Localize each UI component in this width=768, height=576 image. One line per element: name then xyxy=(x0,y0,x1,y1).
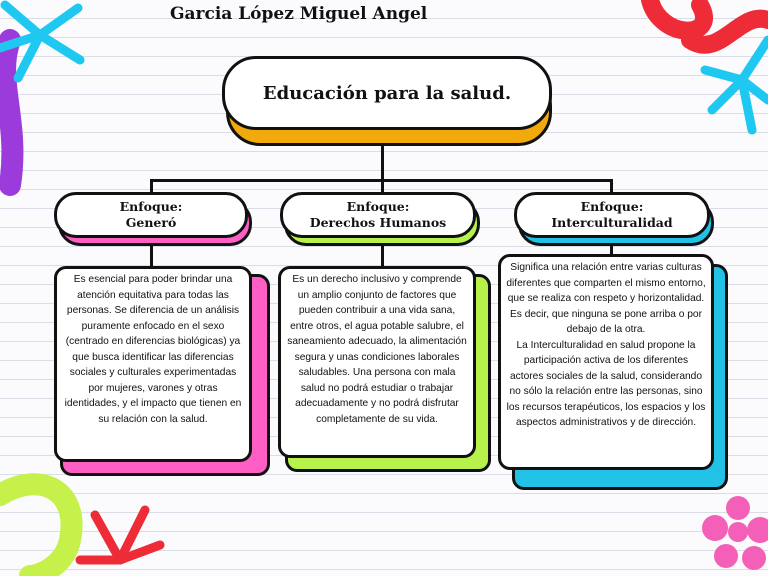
red-starburst-bottom xyxy=(75,505,165,565)
lime-squiggle-bottom-left xyxy=(0,473,83,576)
author-name: Garcia López Miguel Angel xyxy=(170,4,428,24)
heading-label: Enfoque: xyxy=(346,199,410,214)
heading-interculturalidad: Enfoque: Interculturalidad xyxy=(514,192,710,238)
body-text: Significa una relación entre varias cult… xyxy=(506,262,706,335)
body-text: La Interculturalidad en salud propone la… xyxy=(506,339,706,429)
cyan-starburst-top-left xyxy=(0,0,85,83)
connector-center-lower xyxy=(381,241,384,267)
heading-topic: Derechos Humanos xyxy=(309,215,447,230)
heading-topic: Generó xyxy=(125,215,177,230)
body-text: Es esencial para poder brindar una atenc… xyxy=(64,274,242,425)
body-interculturalidad: Significa una relación entre varias cult… xyxy=(498,254,714,470)
connector-left xyxy=(150,179,153,195)
title-box: Educación para la salud. xyxy=(222,56,552,130)
purple-squiggle-shape xyxy=(0,29,24,196)
connector-center xyxy=(381,179,384,195)
cyan-starburst-right xyxy=(700,35,768,135)
connector-trunk xyxy=(381,143,384,181)
heading-label: Enfoque: xyxy=(119,199,183,214)
red-squiggle-top-right xyxy=(641,0,768,54)
heading-derechos: Enfoque: Derechos Humanos xyxy=(280,192,476,238)
connector-right-lower xyxy=(610,241,613,257)
page-title: Educación para la salud. xyxy=(262,82,512,104)
heading-topic: Interculturalidad xyxy=(551,215,673,230)
connector-right xyxy=(610,179,613,195)
heading-genero: Enfoque: Generó xyxy=(54,192,248,238)
heading-label: Enfoque: xyxy=(580,199,644,214)
pink-flower-bottom-right xyxy=(702,496,768,570)
body-derechos: Es un derecho inclusivo y comprende un a… xyxy=(278,266,476,458)
body-genero: Es esencial para poder brindar una atenc… xyxy=(54,266,252,462)
connector-left-lower xyxy=(150,241,153,267)
body-text: Es un derecho inclusivo y comprende un a… xyxy=(287,274,467,425)
